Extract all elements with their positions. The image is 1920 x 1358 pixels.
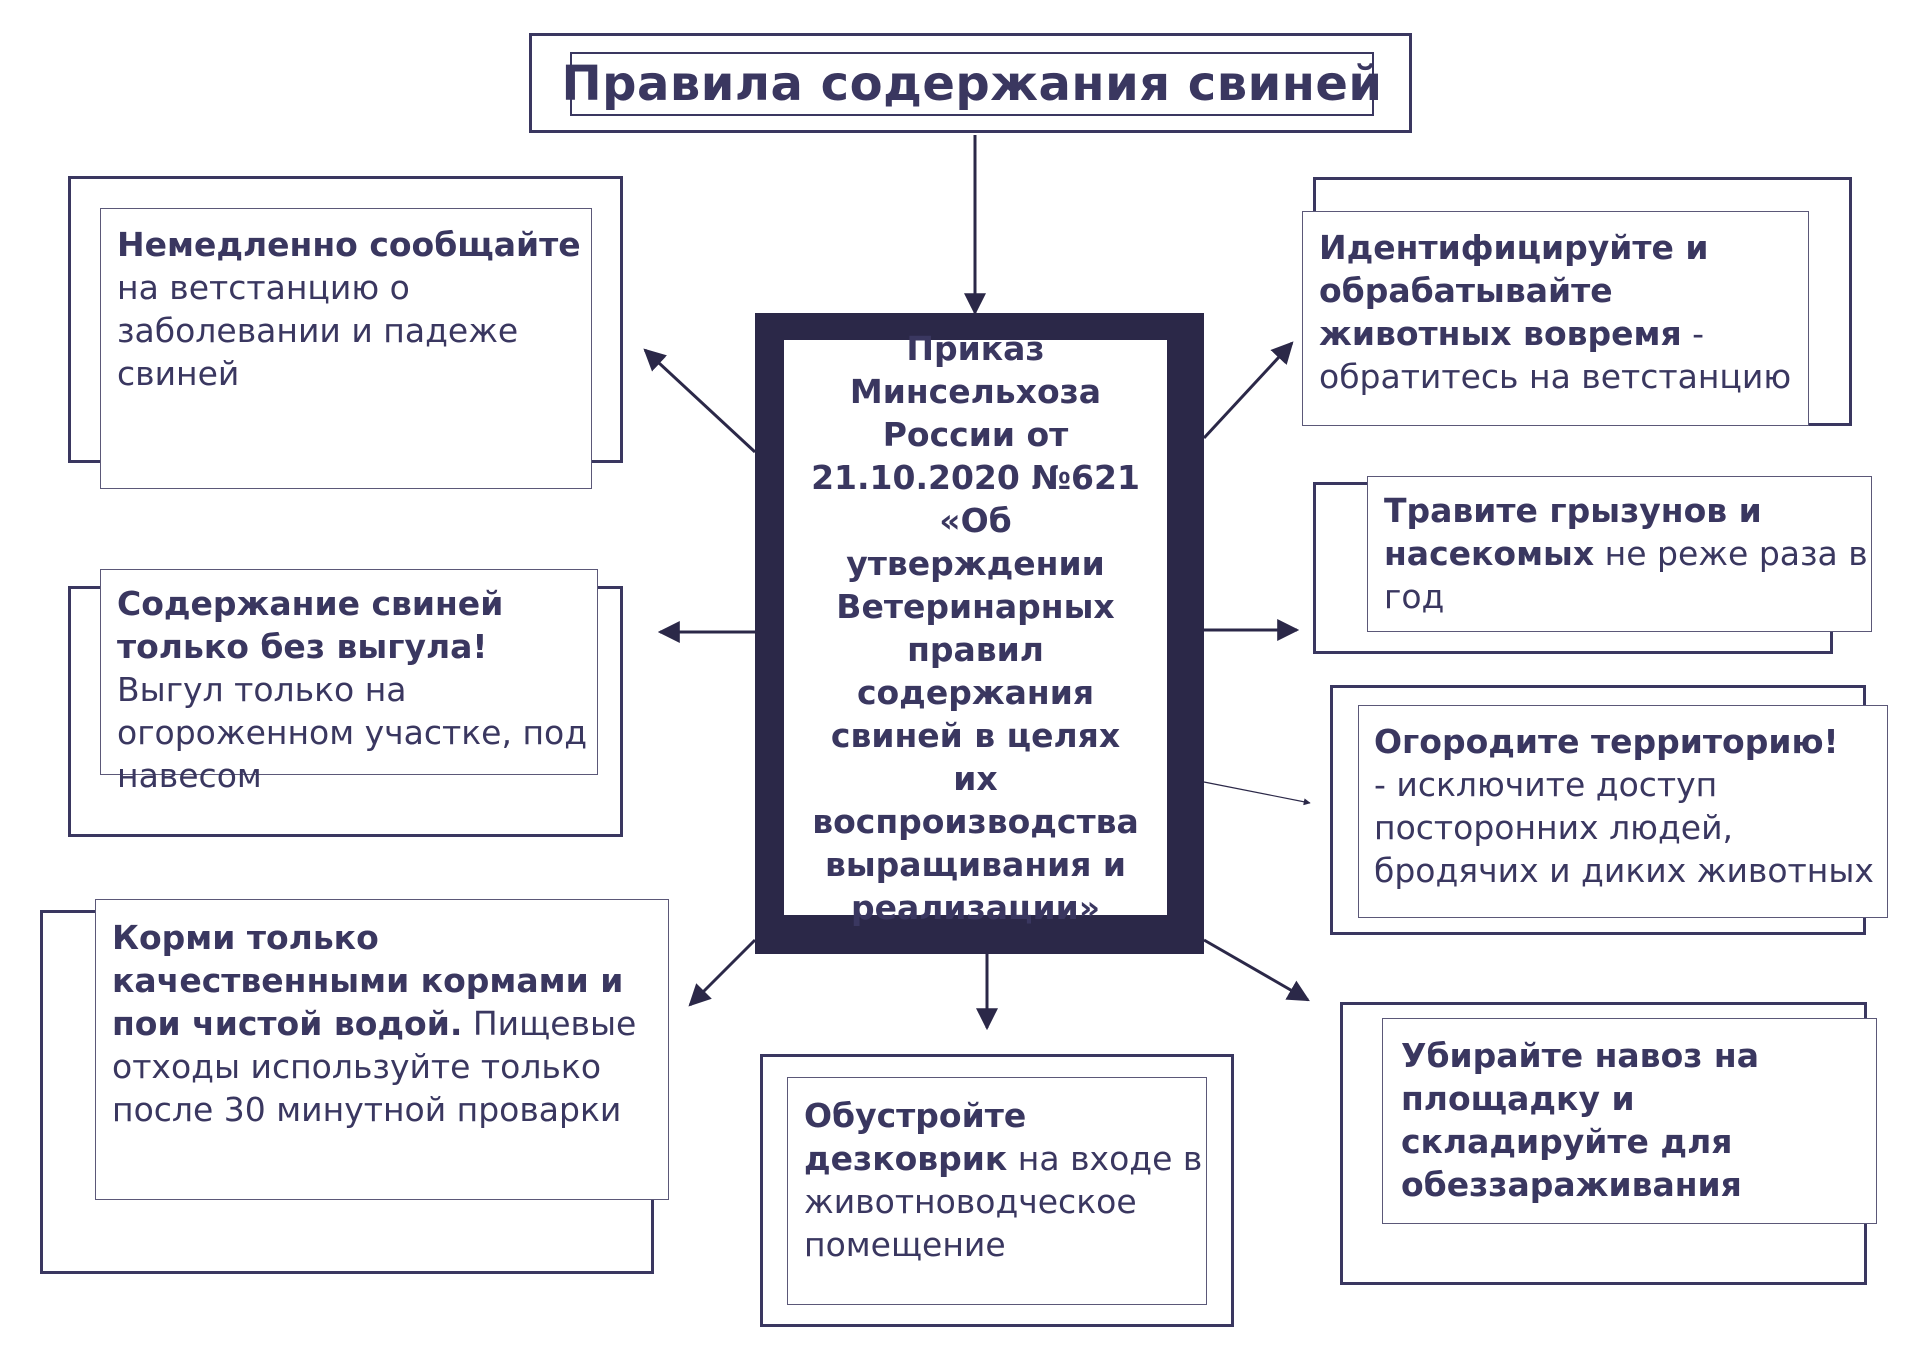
identify-bold: Идентифицируйте и обрабатывайте животных… <box>1319 228 1709 353</box>
rodents-text: Травите грызунов и насекомых не реже раз… <box>1384 489 1870 618</box>
manure-bold: Убирайте навоз на площадку и складируйте… <box>1401 1036 1759 1204</box>
no-walking-text: Содержание свиней только без выгула! Выг… <box>117 582 595 797</box>
fence-normal: - исключите доступ посторонних людей, бр… <box>1374 765 1874 890</box>
disinfection-mat-text: Обустройте дезковрик на входе в животнов… <box>804 1094 1204 1266</box>
feed-normal: Пищевые отходы используйте только после … <box>112 1004 637 1129</box>
manure-box: Убирайте навоз на площадку и складируйте… <box>1382 1018 1877 1224</box>
identify-text: Идентифицируйте и обрабатывайте животных… <box>1319 226 1807 398</box>
feed-box: Корми только качественными кормами и пои… <box>95 899 669 1200</box>
rodents-normal: не реже раза в год <box>1384 534 1868 616</box>
diagram-title: Правила содержания свиней <box>561 56 1383 112</box>
center-order-text: Приказ Минсельхоза России от 21.10.2020 … <box>811 328 1140 927</box>
center-order-box: Приказ Минсельхоза России от 21.10.2020 … <box>784 329 1167 927</box>
report-bold: Немедленно сообщайте <box>117 225 581 264</box>
report-normal: на ветстанцию о заболевании и падеже сви… <box>117 268 519 393</box>
report-text: Немедленно сообщайте на ветстанцию о заб… <box>117 223 587 395</box>
arrow-to-manure <box>1203 938 1310 1002</box>
arrow-to-fence <box>1203 781 1311 806</box>
manure-text: Убирайте навоз на площадку и складируйте… <box>1401 1034 1875 1206</box>
fence-bold: Огородите территорию! <box>1374 722 1839 761</box>
arrow-to-report <box>643 348 757 454</box>
rodents-bold: Травите грызунов и насекомых <box>1384 491 1762 573</box>
disinfection-mat-box: Обустройте дезковрик на входе в животнов… <box>787 1077 1207 1305</box>
rodents-box: Травите грызунов и насекомых не реже раз… <box>1367 476 1872 632</box>
no-walking-box: Содержание свиней только без выгула! Выг… <box>100 569 598 795</box>
title-inner-frame: Правила содержания свиней <box>561 52 1382 116</box>
fence-text: Огородите территорию! - исключите доступ … <box>1374 720 1886 892</box>
feed-text: Корми только качественными кормами и пои… <box>112 916 662 1131</box>
no-walking-normal: Выгул только на огороженном участке, под… <box>117 670 588 795</box>
identify-box: Идентифицируйте и обрабатывайте животных… <box>1302 211 1809 426</box>
arrow-to-identify <box>1202 341 1294 440</box>
disinfection-mat-normal: на входе в животноводческое помещение <box>804 1139 1203 1264</box>
feed-bold: Корми только качественными кормами и пои… <box>112 918 624 1043</box>
no-walking-bold: Содержание свиней только без выгула! <box>117 584 504 666</box>
arrow-to-feed <box>688 938 757 1007</box>
identify-normal: - обратитесь на ветстанцию <box>1319 314 1792 396</box>
disinfection-mat-bold: Обустройте дезковрик <box>804 1096 1027 1178</box>
fence-box: Огородите территорию! - исключите доступ … <box>1358 705 1888 918</box>
report-box: Немедленно сообщайте на ветстанцию о заб… <box>100 208 592 489</box>
